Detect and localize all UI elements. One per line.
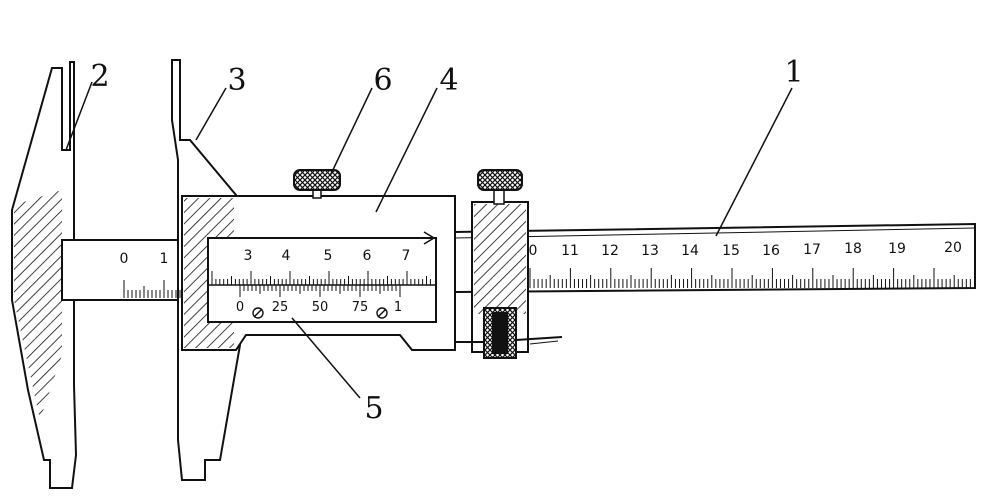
fine-adjust-clamp bbox=[455, 169, 563, 359]
main-scale-label: 17 bbox=[803, 242, 821, 258]
window-upper-label: 6 bbox=[363, 248, 372, 264]
main-scale-ticks-left bbox=[123, 280, 181, 298]
slash-mark bbox=[252, 307, 264, 319]
window-lower-label: 1 bbox=[394, 300, 402, 315]
window-upper-ticks bbox=[211, 271, 431, 285]
main-scale-ticks-right bbox=[529, 268, 971, 288]
window-lower-ticks bbox=[239, 285, 401, 297]
main-scale-label: 1 bbox=[160, 251, 169, 267]
main-scale-label: 13 bbox=[641, 243, 659, 259]
callout-2: 2 bbox=[90, 59, 109, 94]
window-upper-label: 3 bbox=[244, 248, 253, 264]
main-scale-label: 19 bbox=[888, 241, 906, 257]
callout-6: 6 bbox=[373, 63, 392, 98]
main-scale-label: 18 bbox=[844, 241, 862, 257]
main-scale-label: 16 bbox=[762, 243, 780, 259]
window-lower-label: 75 bbox=[352, 300, 369, 315]
main-scale-label: 12 bbox=[601, 243, 619, 259]
callout-3: 3 bbox=[227, 63, 246, 98]
window-upper-label: 4 bbox=[282, 248, 291, 264]
window-lower-label: 25 bbox=[272, 300, 289, 315]
window-upper-label: 7 bbox=[402, 248, 411, 264]
main-beam bbox=[60, 222, 976, 301]
window-lower-label: 0 bbox=[236, 300, 244, 315]
main-scale-label: 0 bbox=[529, 243, 538, 259]
window-lower-label: 50 bbox=[312, 300, 329, 315]
main-scale-label: 14 bbox=[681, 243, 699, 259]
callout-4: 4 bbox=[439, 63, 458, 98]
main-scale-label: 0 bbox=[120, 251, 129, 267]
main-scale-label: 11 bbox=[561, 243, 579, 259]
locking-screw bbox=[293, 169, 341, 199]
fixed-jaw bbox=[11, 61, 78, 489]
reading-window: 3 4 5 6 7 0 25 50 75 1 bbox=[207, 231, 437, 323]
window-upper-label: 5 bbox=[324, 248, 333, 264]
leader-lines bbox=[65, 81, 793, 399]
slash-mark bbox=[376, 307, 388, 319]
callout-1: 1 bbox=[784, 55, 803, 90]
main-scale-label: 15 bbox=[722, 243, 740, 259]
main-scale-label: 20 bbox=[944, 240, 962, 256]
callout-5: 5 bbox=[364, 391, 383, 426]
